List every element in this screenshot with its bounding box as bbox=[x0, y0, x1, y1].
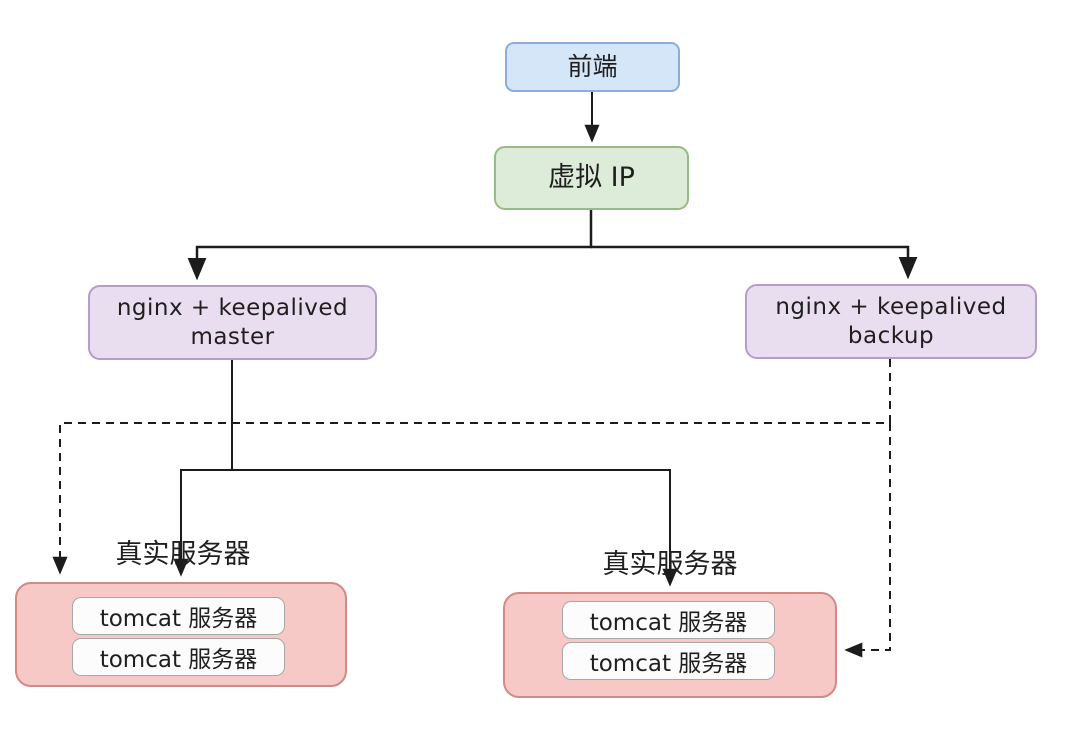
tomcat-server: tomcat 服务器 bbox=[562, 642, 775, 680]
arrow-master-to-right-group bbox=[232, 469, 678, 587]
tomcat-stack-right: tomcat 服务器 tomcat 服务器 bbox=[562, 601, 775, 680]
node-nginx-backup: nginx + keepalived backup bbox=[745, 284, 1037, 359]
real-server-label-right: 真实服务器 bbox=[602, 549, 738, 580]
arrow-vip-to-master bbox=[187, 210, 593, 281]
arrow-backup-to-left-group bbox=[52, 359, 891, 575]
tomcat-group-right: tomcat 服务器 tomcat 服务器 bbox=[503, 592, 837, 698]
node-nginx-backup-line1: nginx + keepalived bbox=[775, 293, 1007, 320]
node-frontend: 前端 bbox=[505, 42, 680, 92]
node-nginx-master-line2: master bbox=[190, 323, 275, 350]
arrow-backup-to-right-group bbox=[844, 423, 891, 658]
tomcat-server: tomcat 服务器 bbox=[72, 597, 285, 635]
tomcat-group-left: tomcat 服务器 tomcat 服务器 bbox=[15, 582, 347, 687]
node-nginx-master: nginx + keepalived master bbox=[88, 285, 377, 360]
node-nginx-backup-line2: backup bbox=[847, 322, 935, 349]
tomcat-stack-left: tomcat 服务器 tomcat 服务器 bbox=[72, 597, 285, 676]
arrow-vip-to-backup bbox=[591, 245, 918, 280]
real-server-label-left: 真实服务器 bbox=[115, 539, 251, 570]
node-nginx-master-line1: nginx + keepalived bbox=[116, 294, 349, 321]
node-virtual-ip: 虚拟 IP bbox=[494, 146, 689, 210]
node-virtual-ip-label: 虚拟 IP bbox=[548, 162, 635, 194]
tomcat-server: tomcat 服务器 bbox=[562, 601, 775, 639]
tomcat-server: tomcat 服务器 bbox=[72, 638, 285, 676]
arrow-master-to-left-group bbox=[173, 360, 233, 577]
node-frontend-label: 前端 bbox=[567, 52, 618, 82]
